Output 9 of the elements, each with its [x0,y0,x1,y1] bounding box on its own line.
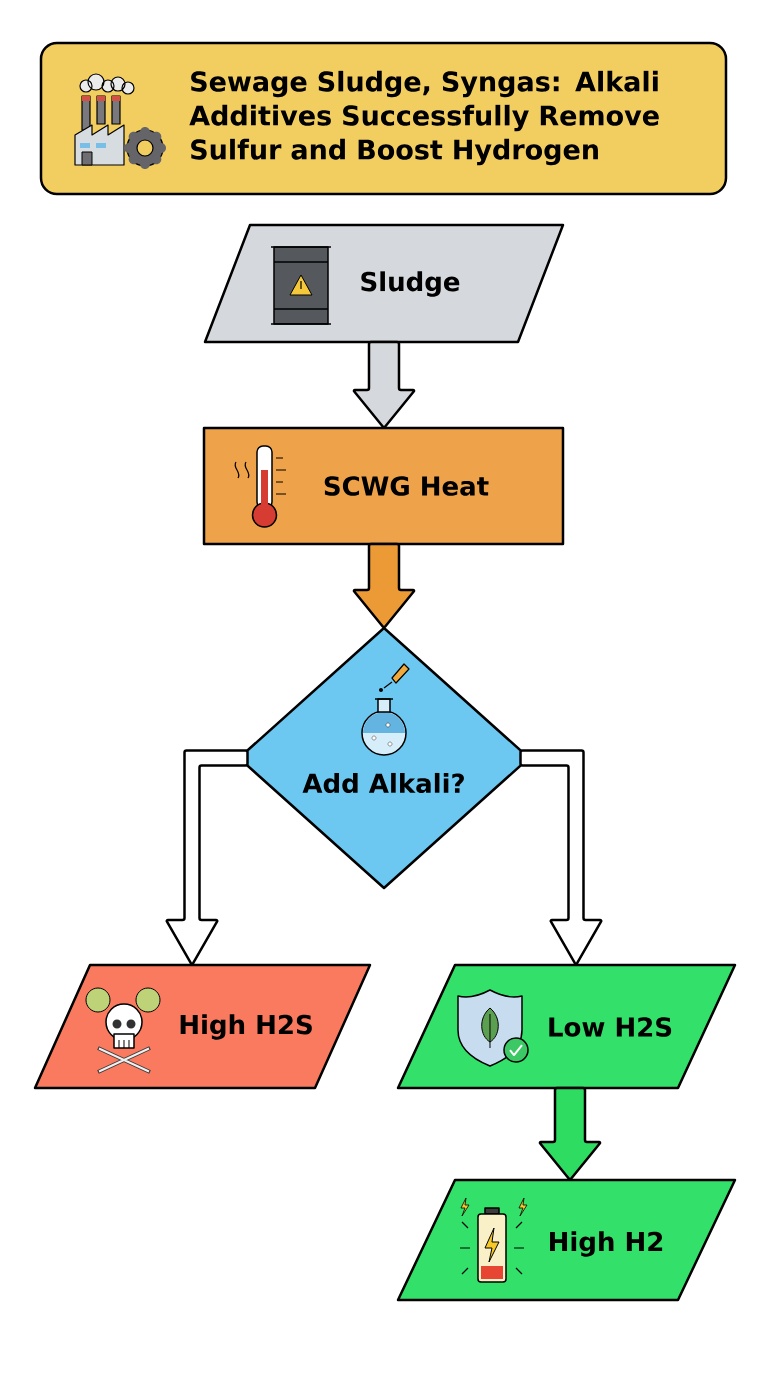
block-arrow [165,749,249,966]
block-arrow [519,749,603,966]
output-parallelogram: High H2 [396,1178,737,1302]
block-arrow [352,542,416,629]
block-arrow [352,340,416,429]
block-arrow [538,1086,602,1181]
output-parallelogram: High H2S [33,963,372,1090]
title-banner: Sewage Sludge, Syngas: Alkali Additives Successfully Remove Sulfur and Boost Hydrogen [39,41,728,196]
process-box: SCWG Heat [202,426,565,546]
